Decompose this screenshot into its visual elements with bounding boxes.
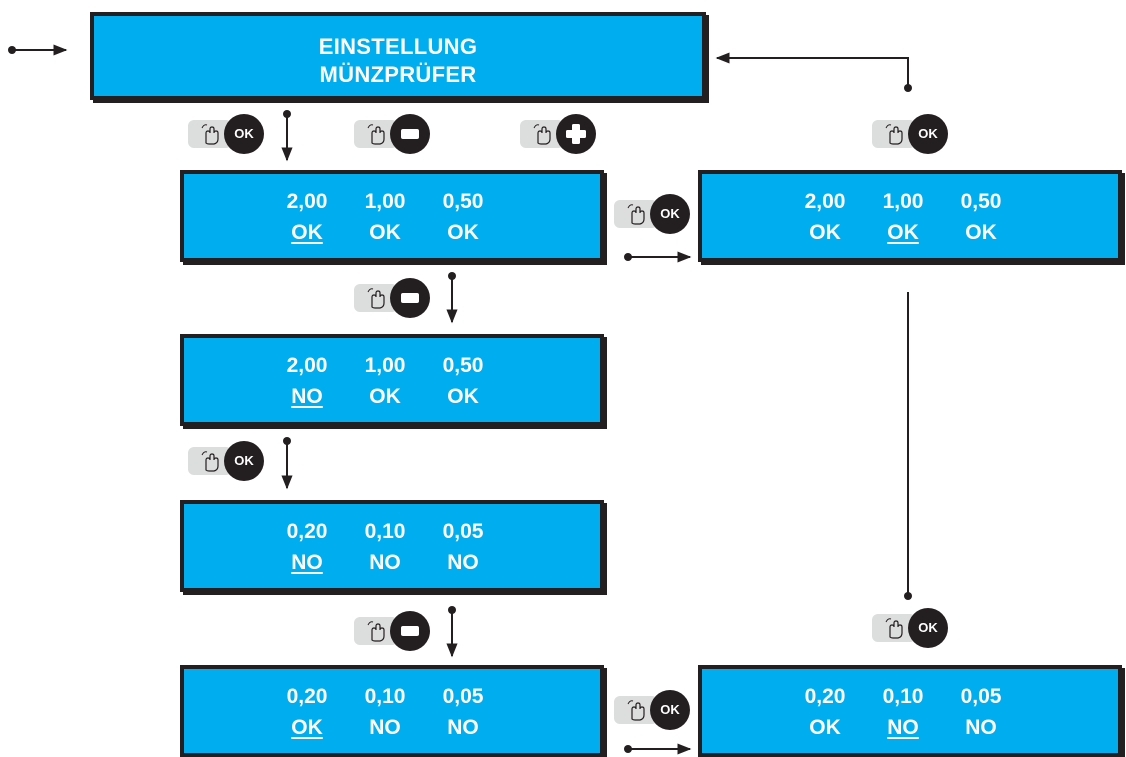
- ok-button-icon: OK: [224, 441, 264, 481]
- ok-button[interactable]: OK: [614, 690, 698, 730]
- ok-button[interactable]: OK: [614, 194, 698, 234]
- ok-label: OK: [660, 206, 680, 221]
- coin-value: 2,00: [286, 354, 328, 377]
- coin-status: NO: [369, 716, 401, 739]
- coin-status: OK: [369, 221, 401, 244]
- ok-label: OK: [660, 702, 680, 717]
- coin-status-selected: OK: [887, 221, 919, 244]
- title-screen: EINSTELLUNG MÜNZPRÜFER: [90, 12, 706, 100]
- flow-arrow-loop-to-title: [715, 52, 909, 87]
- coin-value: 1,00: [882, 190, 924, 213]
- coin-status-selected: NO: [291, 385, 323, 408]
- title-line-2: MÜNZPRÜFER: [319, 62, 477, 87]
- coin-value: 0,50: [442, 190, 484, 213]
- coin-status: NO: [447, 551, 479, 574]
- coin-value: 2,00: [286, 190, 328, 213]
- ok-button-icon: OK: [650, 194, 690, 234]
- hand-press-icon: [885, 618, 903, 639]
- ok-label: OK: [234, 126, 254, 141]
- minus-button[interactable]: [354, 278, 438, 318]
- minus-button-icon: [390, 278, 430, 318]
- coin-value: 0,05: [960, 685, 1002, 708]
- hand-press-icon: [627, 204, 645, 225]
- coin-value: 1,00: [364, 190, 406, 213]
- coin-status: OK: [809, 221, 841, 244]
- coin-value: 0,20: [804, 685, 846, 708]
- coin-status-selected: OK: [291, 716, 323, 739]
- coin-status: OK: [447, 221, 479, 244]
- coin-value: 0,10: [882, 685, 924, 708]
- coin-value: 0,05: [442, 520, 484, 543]
- ok-button[interactable]: OK: [872, 114, 956, 154]
- ok-button[interactable]: OK: [188, 441, 272, 481]
- coin-status: OK: [965, 221, 997, 244]
- hand-press-icon: [201, 451, 219, 472]
- hand-press-icon: [533, 124, 551, 145]
- coin-status-selected: OK: [291, 221, 323, 244]
- hand-press-icon: [885, 124, 903, 145]
- plus-button[interactable]: [520, 114, 604, 154]
- coin-value: 2,00: [804, 190, 846, 213]
- hand-press-icon: [201, 124, 219, 145]
- coin-status: OK: [809, 716, 841, 739]
- coin-status: NO: [369, 551, 401, 574]
- coin-value: 0,20: [286, 520, 328, 543]
- ok-button[interactable]: OK: [872, 608, 956, 648]
- coin-status-selected: NO: [887, 716, 919, 739]
- hand-press-icon: [627, 700, 645, 721]
- coin-value: 1,00: [364, 354, 406, 377]
- hand-press-icon: [367, 124, 385, 145]
- minus-button-icon: [390, 114, 430, 154]
- coin-status: OK: [447, 385, 479, 408]
- ok-label: OK: [918, 126, 938, 141]
- minus-button-icon: [390, 611, 430, 651]
- title-line-1: EINSTELLUNG: [318, 34, 478, 59]
- coin-status-selected: NO: [291, 551, 323, 574]
- minus-button[interactable]: [354, 114, 438, 154]
- ok-button-icon: OK: [908, 114, 948, 154]
- plus-button-icon: [556, 114, 596, 154]
- coin-status: OK: [369, 385, 401, 408]
- coin-value: 0,50: [442, 354, 484, 377]
- hand-press-icon: [367, 288, 385, 309]
- ok-label: OK: [234, 453, 254, 468]
- coin-value: 0,05: [442, 685, 484, 708]
- ok-button-icon: OK: [224, 114, 264, 154]
- ok-button-icon: OK: [908, 608, 948, 648]
- ok-button-icon: OK: [650, 690, 690, 730]
- coin-value: 0,20: [286, 685, 328, 708]
- coin-value: 0,10: [364, 520, 406, 543]
- ok-button[interactable]: OK: [188, 114, 272, 154]
- hand-press-icon: [367, 621, 385, 642]
- minus-button[interactable]: [354, 611, 438, 651]
- coin-status: NO: [447, 716, 479, 739]
- coin-value: 0,50: [960, 190, 1002, 213]
- ok-label: OK: [918, 620, 938, 635]
- coin-status: NO: [965, 716, 997, 739]
- coin-value: 0,10: [364, 685, 406, 708]
